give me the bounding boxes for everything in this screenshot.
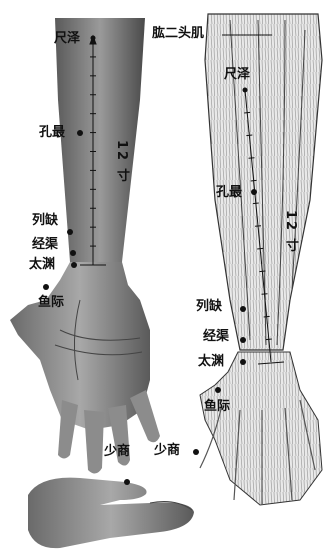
right-ruler-tick-9 — [262, 294, 268, 295]
left-kongzui-point — [77, 130, 83, 136]
left-jingqu-point — [70, 250, 76, 256]
right-label-lieque: 列缺 — [196, 300, 222, 314]
right-label-taiyuan: 太渊 — [198, 355, 224, 369]
left-label-kongzui: 孔最 — [39, 126, 65, 140]
left-label-yuji: 鱼际 — [38, 296, 64, 310]
thumb-hand — [28, 478, 194, 549]
right-chize-point — [243, 88, 248, 93]
right-ruler-tick-8 — [259, 271, 265, 272]
right-label-chize: 尺泽 — [224, 68, 250, 82]
right-label-muscle: 肱二头肌 — [152, 27, 204, 41]
right-ruler-tick-5 — [253, 203, 259, 204]
right-kongzui-point — [251, 189, 257, 195]
left-measure-label: 12 寸 — [112, 140, 131, 184]
left-yuji-point — [43, 284, 49, 290]
right-label-jingqu: 经渠 — [203, 330, 229, 344]
right-label-kongzui: 孔最 — [216, 186, 242, 200]
right-label-shaoshang: 少商 — [154, 444, 180, 458]
left-lieque-point — [67, 229, 73, 235]
left-label-chize: 尺泽 — [54, 32, 80, 46]
left-label-jingqu: 经渠 — [32, 238, 58, 252]
left-label-taiyuan: 太渊 — [29, 258, 55, 272]
right-ruler-tick-4 — [251, 180, 257, 181]
right-yuji-point — [215, 387, 221, 393]
right-taiyuan-point — [240, 359, 246, 365]
left-chize-point — [91, 36, 96, 41]
right-label-yuji: 鱼际 — [204, 400, 230, 414]
right-lieque-point — [240, 306, 246, 312]
right-ruler-tick-7 — [257, 248, 263, 249]
left-label-lieque: 列缺 — [32, 214, 58, 228]
right-ruler-tick-1 — [244, 112, 250, 113]
right-shaoshang-point — [193, 449, 199, 455]
right-ruler-tick-2 — [246, 135, 252, 136]
right-ruler-tick-3 — [249, 158, 255, 159]
thumb-shaoshang-point — [124, 479, 130, 485]
left-taiyuan-point — [71, 262, 77, 268]
right-measure-label: 12 寸 — [281, 210, 300, 254]
right-ruler-tick-10 — [264, 316, 270, 317]
right-jingqu-point — [240, 337, 246, 343]
thumb-label-shaoshang: 少商 — [104, 445, 130, 459]
right-ruler-tick-11 — [266, 339, 272, 340]
right-ruler-tick-6 — [255, 226, 261, 227]
